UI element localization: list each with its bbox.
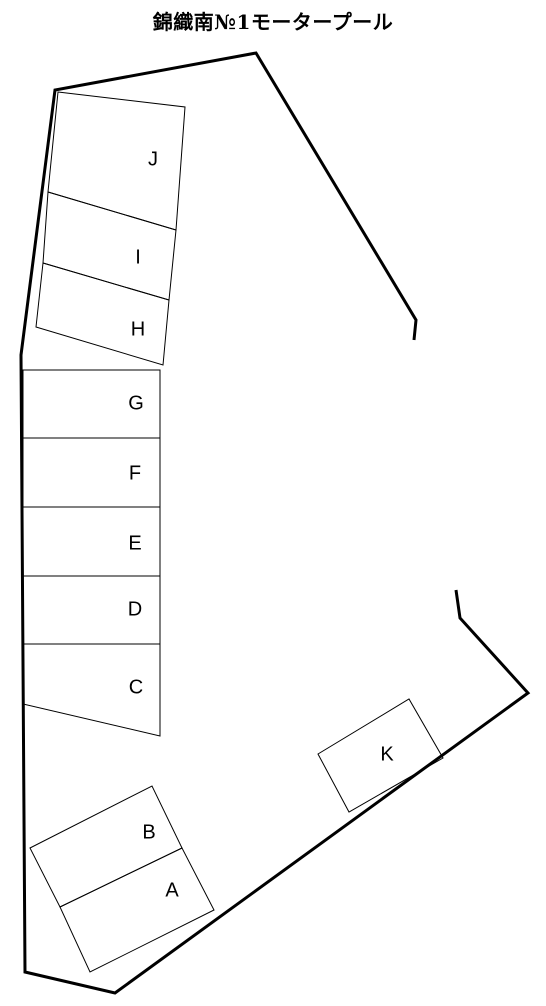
parking-space-d: D [22, 575, 161, 645]
space-h-label: H [131, 318, 145, 340]
space-i-label: I [135, 246, 141, 268]
space-b-label: B [142, 821, 155, 843]
space-a-outline [59, 847, 215, 973]
lot-boundary-main [19, 51, 531, 995]
parking-space-j: J [47, 91, 186, 231]
space-b-outline [29, 785, 183, 908]
space-c-outline [22, 643, 161, 737]
space-i-outline [42, 191, 177, 301]
space-f-label: F [129, 462, 141, 484]
parking-space-g: G [22, 369, 161, 439]
lot-title: 錦織南№1モータープール [152, 10, 394, 34]
parking-space-k: K [317, 698, 444, 813]
space-e-label: E [128, 532, 141, 554]
space-c-label: C [129, 676, 143, 698]
space-k-label: K [380, 743, 394, 765]
parking-space-e: E [22, 506, 161, 577]
space-j-label: J [148, 148, 158, 170]
space-j-outline [47, 91, 186, 231]
parking-space-i: I [42, 191, 177, 301]
space-a-label: A [165, 879, 179, 901]
parking-space-f: F [22, 437, 161, 508]
space-k-outline [317, 698, 444, 813]
space-d-label: D [128, 598, 142, 620]
parking-space-b: B [29, 785, 183, 908]
parking-space-a: A [59, 847, 215, 973]
space-h-outline [35, 262, 170, 366]
parking-space-c: C [22, 643, 161, 737]
parking-space-h: H [35, 262, 170, 366]
space-g-label: G [128, 392, 144, 414]
